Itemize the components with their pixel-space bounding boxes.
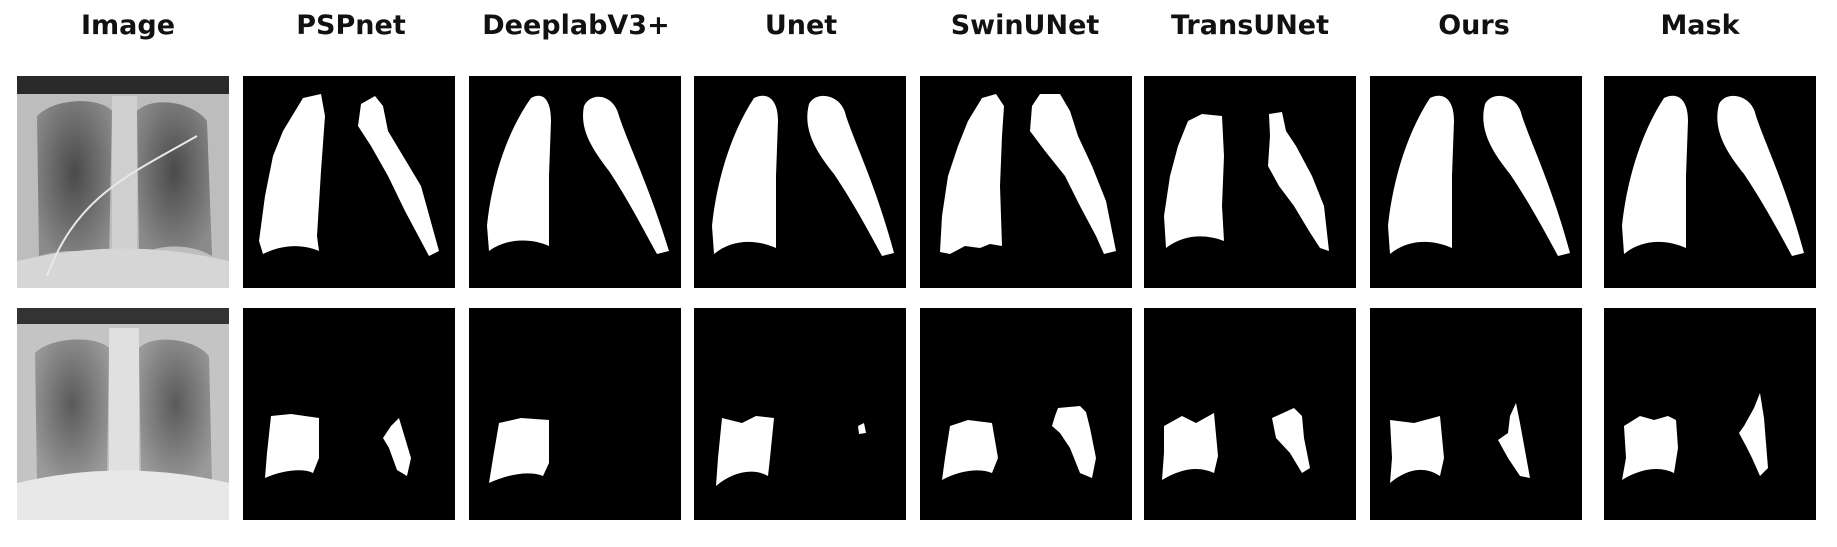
row2-image [17, 308, 229, 520]
row1-transunet [1144, 76, 1356, 288]
row2-transunet [1144, 308, 1356, 520]
col-title-swinunet: SwinUNet [950, 10, 1100, 41]
mask-shape [265, 414, 411, 478]
col-title-deeplab: DeeplabV3+ [482, 10, 670, 41]
mask-shape [259, 94, 439, 256]
row1-pspnet [243, 76, 455, 288]
mask-shape [940, 94, 1116, 254]
row1-deeplab [469, 76, 681, 288]
chest-xray-2 [17, 308, 229, 520]
col-title-pspnet: PSPnet [296, 10, 406, 41]
chest-xray-1 [17, 76, 229, 288]
row1-image [17, 76, 229, 288]
column-header-row: Image PSPnet DeeplabV3+ Unet SwinUNet Tr… [0, 6, 1837, 46]
col-title-mask: Mask [1660, 10, 1740, 41]
row1-swinunet [920, 76, 1132, 288]
mask-shape [716, 416, 866, 486]
mask-shape [942, 406, 1096, 480]
col-title-image: Image [80, 10, 176, 41]
row1-ours [1370, 76, 1582, 288]
mask-shape [487, 95, 669, 254]
col-title-transunet: TransUNet [1170, 10, 1330, 41]
row2-pspnet [243, 308, 455, 520]
col-title-unet: Unet [764, 10, 838, 41]
mask-shape [1162, 408, 1310, 480]
mask-shape [1622, 95, 1804, 256]
row2-deeplab [469, 308, 681, 520]
mask-shape [1164, 112, 1329, 251]
mask-shape [1390, 403, 1530, 483]
row2-ours [1370, 308, 1582, 520]
row2-mask [1604, 308, 1816, 520]
col-title-ours: Ours [1438, 10, 1510, 41]
row2-swinunet [920, 308, 1132, 520]
mask-shape [1622, 393, 1768, 480]
mask-shape [712, 95, 894, 256]
row2-unet [694, 308, 906, 520]
row1-unet [694, 76, 906, 288]
row1-mask [1604, 76, 1816, 288]
mask-shape [1388, 95, 1570, 256]
mask-shape [489, 418, 549, 483]
